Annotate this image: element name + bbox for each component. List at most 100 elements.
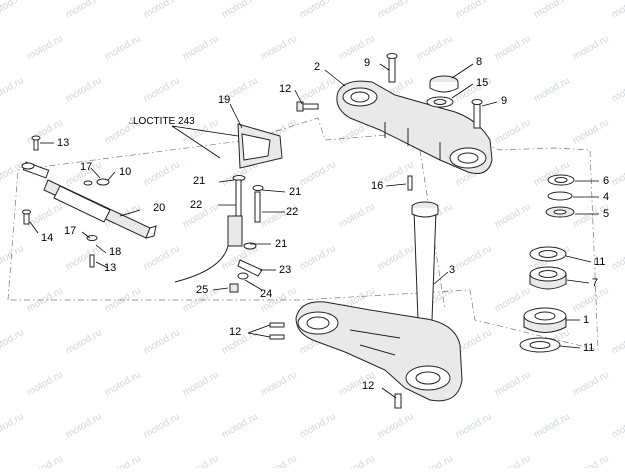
damper-hardware [22,135,110,268]
watermark-text: motod.ru [493,453,533,468]
watermark-text: motod.ru [0,159,26,188]
part-label: 21 [193,175,206,187]
watermark-text: motod.ru [571,33,611,62]
part-label: 15 [476,77,489,89]
watermark-text: motod.ru [142,159,182,188]
watermark-text: motod.ru [64,327,104,356]
watermark-text: motod.ru [298,75,338,104]
part-label: 21 [275,238,288,250]
watermark-text: motod.ru [610,159,625,188]
part-label: 8 [476,56,483,68]
watermark-text: motod.ru [298,411,338,440]
part-label: 19 [218,94,231,106]
part-label: 2 [314,61,321,73]
part-label: 11 [583,342,595,354]
watermark-text: motod.ru [454,243,494,272]
watermark-text: motod.ru [532,75,572,104]
watermark-text: motod.ru [337,33,377,62]
part-label: 6 [603,175,610,187]
watermark-text: motod.ru [64,243,104,272]
part-label: 9 [364,57,371,69]
part-label: 5 [603,208,610,220]
part-label: 25 [196,284,209,296]
watermark-text: motod.ru [493,117,533,146]
loctite-note-text: LOCTITE 243 [133,116,195,127]
part-label: 11 [594,256,606,268]
watermark-text: motod.ru [454,411,494,440]
loctite-note: 💧︎LOCTITE 243 [129,117,195,127]
watermark-text: motod.ru [142,411,182,440]
bearing-stack [519,174,575,353]
part-label: 9 [501,95,508,107]
watermark-text: motod.ru [493,33,533,62]
watermark-text: motod.ru [610,243,625,272]
part-label: 12 [279,83,292,95]
watermark-text: motod.ru [142,327,182,356]
watermark-text: motod.ru [142,0,182,21]
part-label: 4 [603,191,610,203]
watermark-text: motod.ru [376,243,416,272]
watermark-text: motod.ru [64,411,104,440]
upper-triple-clamp [336,80,493,174]
watermark-text: motod.ru [103,453,143,468]
cap-nut [426,75,459,108]
sensor-assembly [174,215,263,293]
watermark-text: motod.ru [610,327,625,356]
watermark-text: motod.ru [298,159,338,188]
part-label: 13 [57,137,70,149]
watermark-text: motod.ru [220,0,260,21]
watermark-text: motod.ru [415,453,455,468]
part-label: 1 [583,314,590,326]
watermark-text: motod.ru [415,33,455,62]
watermark-text: motod.ru [0,327,26,356]
damper-bracket [237,123,283,169]
watermark-text: motod.ru [376,0,416,21]
watermark-text: motod.ru [610,75,625,104]
watermark-text: motod.ru [25,33,65,62]
watermark-text: motod.ru [25,453,65,468]
watermark-text: motod.ru [25,369,65,398]
part-label: 20 [153,202,166,214]
watermark-text: motod.ru [610,0,625,21]
watermark-text: motod.ru [259,453,299,468]
part-label: 21 [289,186,302,198]
watermark-text: motod.ru [259,369,299,398]
watermark-text: motod.ru [298,0,338,21]
watermark-text: motod.ru [0,0,26,21]
part-label: 24 [260,288,273,300]
watermark-text: motod.ru [298,243,338,272]
part-label: 10 [119,166,132,178]
watermark-text: motod.ru [493,201,533,230]
part-label: 14 [41,232,54,244]
part-label: 22 [190,199,203,211]
watermark-text: motod.ru [142,75,182,104]
watermark-text: motod.ru [64,75,104,104]
watermark-text: motod.ru [337,453,377,468]
watermark-text: motod.ru [493,369,533,398]
part-label: 23 [279,264,292,276]
part-label: 13 [104,262,117,274]
watermark-text: motod.ru [532,411,572,440]
watermark-text: motod.ru [0,411,26,440]
part-label: 17 [80,161,93,173]
watermark-text: motod.ru [610,411,625,440]
watermark-text: motod.ru [142,243,182,272]
watermark-text: motod.ru [0,243,26,272]
part-label: 18 [109,246,122,258]
watermark-text: motod.ru [181,33,221,62]
watermark-text: motod.ru [25,285,65,314]
steering-damper [21,161,157,239]
part-label: 16 [371,180,384,192]
watermark-text: motod.ru [64,0,104,21]
part-label: 17 [64,225,77,237]
watermark-text: motod.ru [0,75,26,104]
watermark-text: motod.ru [259,33,299,62]
part-label: 3 [449,264,456,276]
pinch-bolt [407,175,413,191]
bolt-top [296,101,319,112]
watermark-text: motod.ru [493,285,533,314]
watermark-text: motod.ru [532,0,572,21]
